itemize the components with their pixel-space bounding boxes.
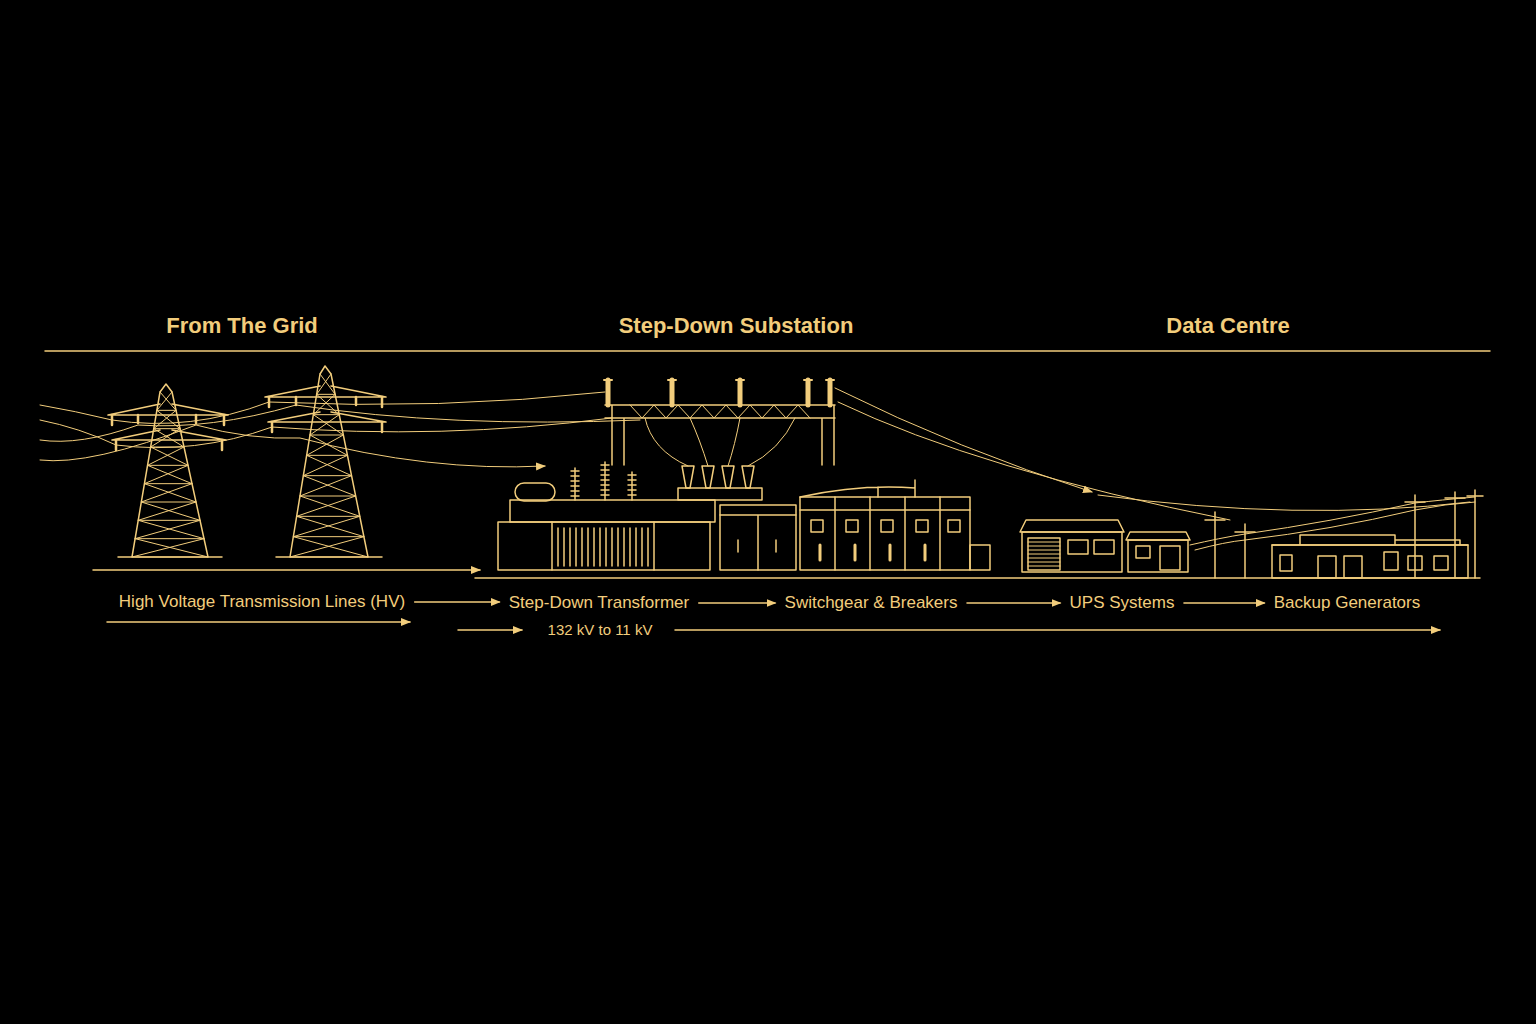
- gantry-truss: [630, 405, 810, 418]
- conductor-wire: [40, 405, 640, 441]
- fin: [558, 528, 648, 566]
- pylon-lattice: [132, 374, 368, 557]
- cabinet-door: [720, 515, 796, 570]
- building-roof: [1020, 520, 1124, 532]
- conductor-wire: [40, 425, 545, 467]
- step-label: Backup Generators: [1274, 593, 1420, 613]
- section-heading: From The Grid: [163, 313, 321, 339]
- conductor-wire: [40, 392, 605, 423]
- flow-arrow: [675, 629, 1440, 631]
- roller-door: [1028, 538, 1060, 570]
- window: [1280, 552, 1448, 578]
- bushing-box: [678, 488, 762, 500]
- voltage-note: 132 kV to 11 kV: [545, 621, 656, 639]
- window: [1068, 540, 1088, 554]
- window: [1136, 546, 1150, 558]
- conservator-tank: [515, 483, 555, 501]
- pylon: [108, 384, 228, 557]
- substation-gantry: [605, 405, 835, 465]
- insulator-cap: [604, 379, 834, 381]
- feeder-line: [838, 402, 1470, 520]
- feeder-line: [835, 388, 1092, 492]
- busbar-wire: [800, 480, 915, 497]
- pole-crossarm: [1205, 496, 1483, 532]
- utility-pole: [1215, 490, 1475, 578]
- cabinet-door: [800, 497, 970, 570]
- transformer-cover: [510, 500, 715, 522]
- step-label: High Voltage Transmission Lines (HV): [119, 592, 405, 612]
- flow-arrow: [414, 601, 500, 603]
- flow-step: Backup Generators: [1271, 591, 1423, 615]
- flow-arrow: [93, 569, 480, 571]
- flow-arrow: [458, 629, 522, 631]
- flow-step: Switchgear & Breakers: [782, 591, 961, 615]
- junction-box: [970, 545, 990, 570]
- header-rule: [45, 350, 1490, 352]
- post-insulator: [608, 380, 830, 405]
- roller-door-slats: [1028, 542, 1060, 566]
- door: [1160, 546, 1180, 570]
- transformer-bushing: [682, 466, 754, 488]
- tank-divider: [552, 522, 654, 570]
- radiator-fins: [558, 528, 648, 566]
- step-label: UPS Systems: [1070, 593, 1175, 613]
- hv-bushing: [571, 462, 636, 500]
- section-heading: Data Centre: [1163, 313, 1292, 339]
- window: [1094, 540, 1114, 554]
- section-heading: Step-Down Substation: [616, 313, 857, 339]
- ups-building: [1022, 532, 1122, 572]
- flow-arrow: [107, 621, 410, 623]
- drop-conductor: [645, 418, 795, 466]
- pylon: [265, 366, 386, 557]
- generator-building: [1272, 545, 1468, 578]
- flow-arrow: [698, 602, 775, 604]
- distribution-wire: [1190, 497, 1475, 550]
- breaker-window: [811, 520, 960, 532]
- lattice-strut: [132, 392, 208, 557]
- insulator: [112, 415, 224, 450]
- flow-arrow: [966, 602, 1060, 604]
- bushing-disc: [571, 462, 636, 500]
- transformer-tank: [498, 522, 710, 570]
- breaker-handle: [820, 545, 925, 560]
- step-label: Switchgear & Breakers: [785, 593, 958, 613]
- lattice-strut: [290, 374, 368, 557]
- flow-step: UPS Systems: [1067, 591, 1178, 615]
- generator-roof: [1272, 535, 1468, 545]
- step-label: Step-Down Transformer: [509, 593, 689, 613]
- switchgear-cabinet: [720, 505, 796, 570]
- door-slat: [1028, 542, 1060, 566]
- ups-building: [1128, 540, 1188, 572]
- truss-strut: [630, 405, 810, 418]
- flow-arrow: [1183, 602, 1264, 604]
- switchgear-cabinet: [800, 497, 970, 570]
- flow-step: Step-Down Transformer: [506, 591, 692, 615]
- flow-step: High Voltage Transmission Lines (HV): [116, 590, 408, 614]
- building-roof: [1126, 532, 1190, 540]
